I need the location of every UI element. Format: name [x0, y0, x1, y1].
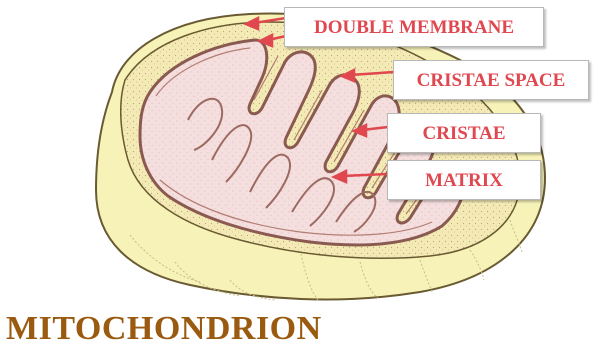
label-matrix-text: MATRIX — [425, 171, 503, 190]
label-cristae-text: CRISTAE — [422, 124, 505, 143]
label-cristae-space: CRISTAE SPACE — [393, 60, 589, 100]
label-cristae-space-text: CRISTAE SPACE — [417, 71, 566, 90]
diagram-title: MITOCHONDRION — [6, 312, 322, 346]
label-cristae: CRISTAE — [387, 113, 541, 153]
label-double-membrane-text: DOUBLE MEMBRANE — [314, 18, 514, 37]
label-matrix: MATRIX — [387, 160, 541, 200]
label-double-membrane: DOUBLE MEMBRANE — [284, 7, 544, 47]
